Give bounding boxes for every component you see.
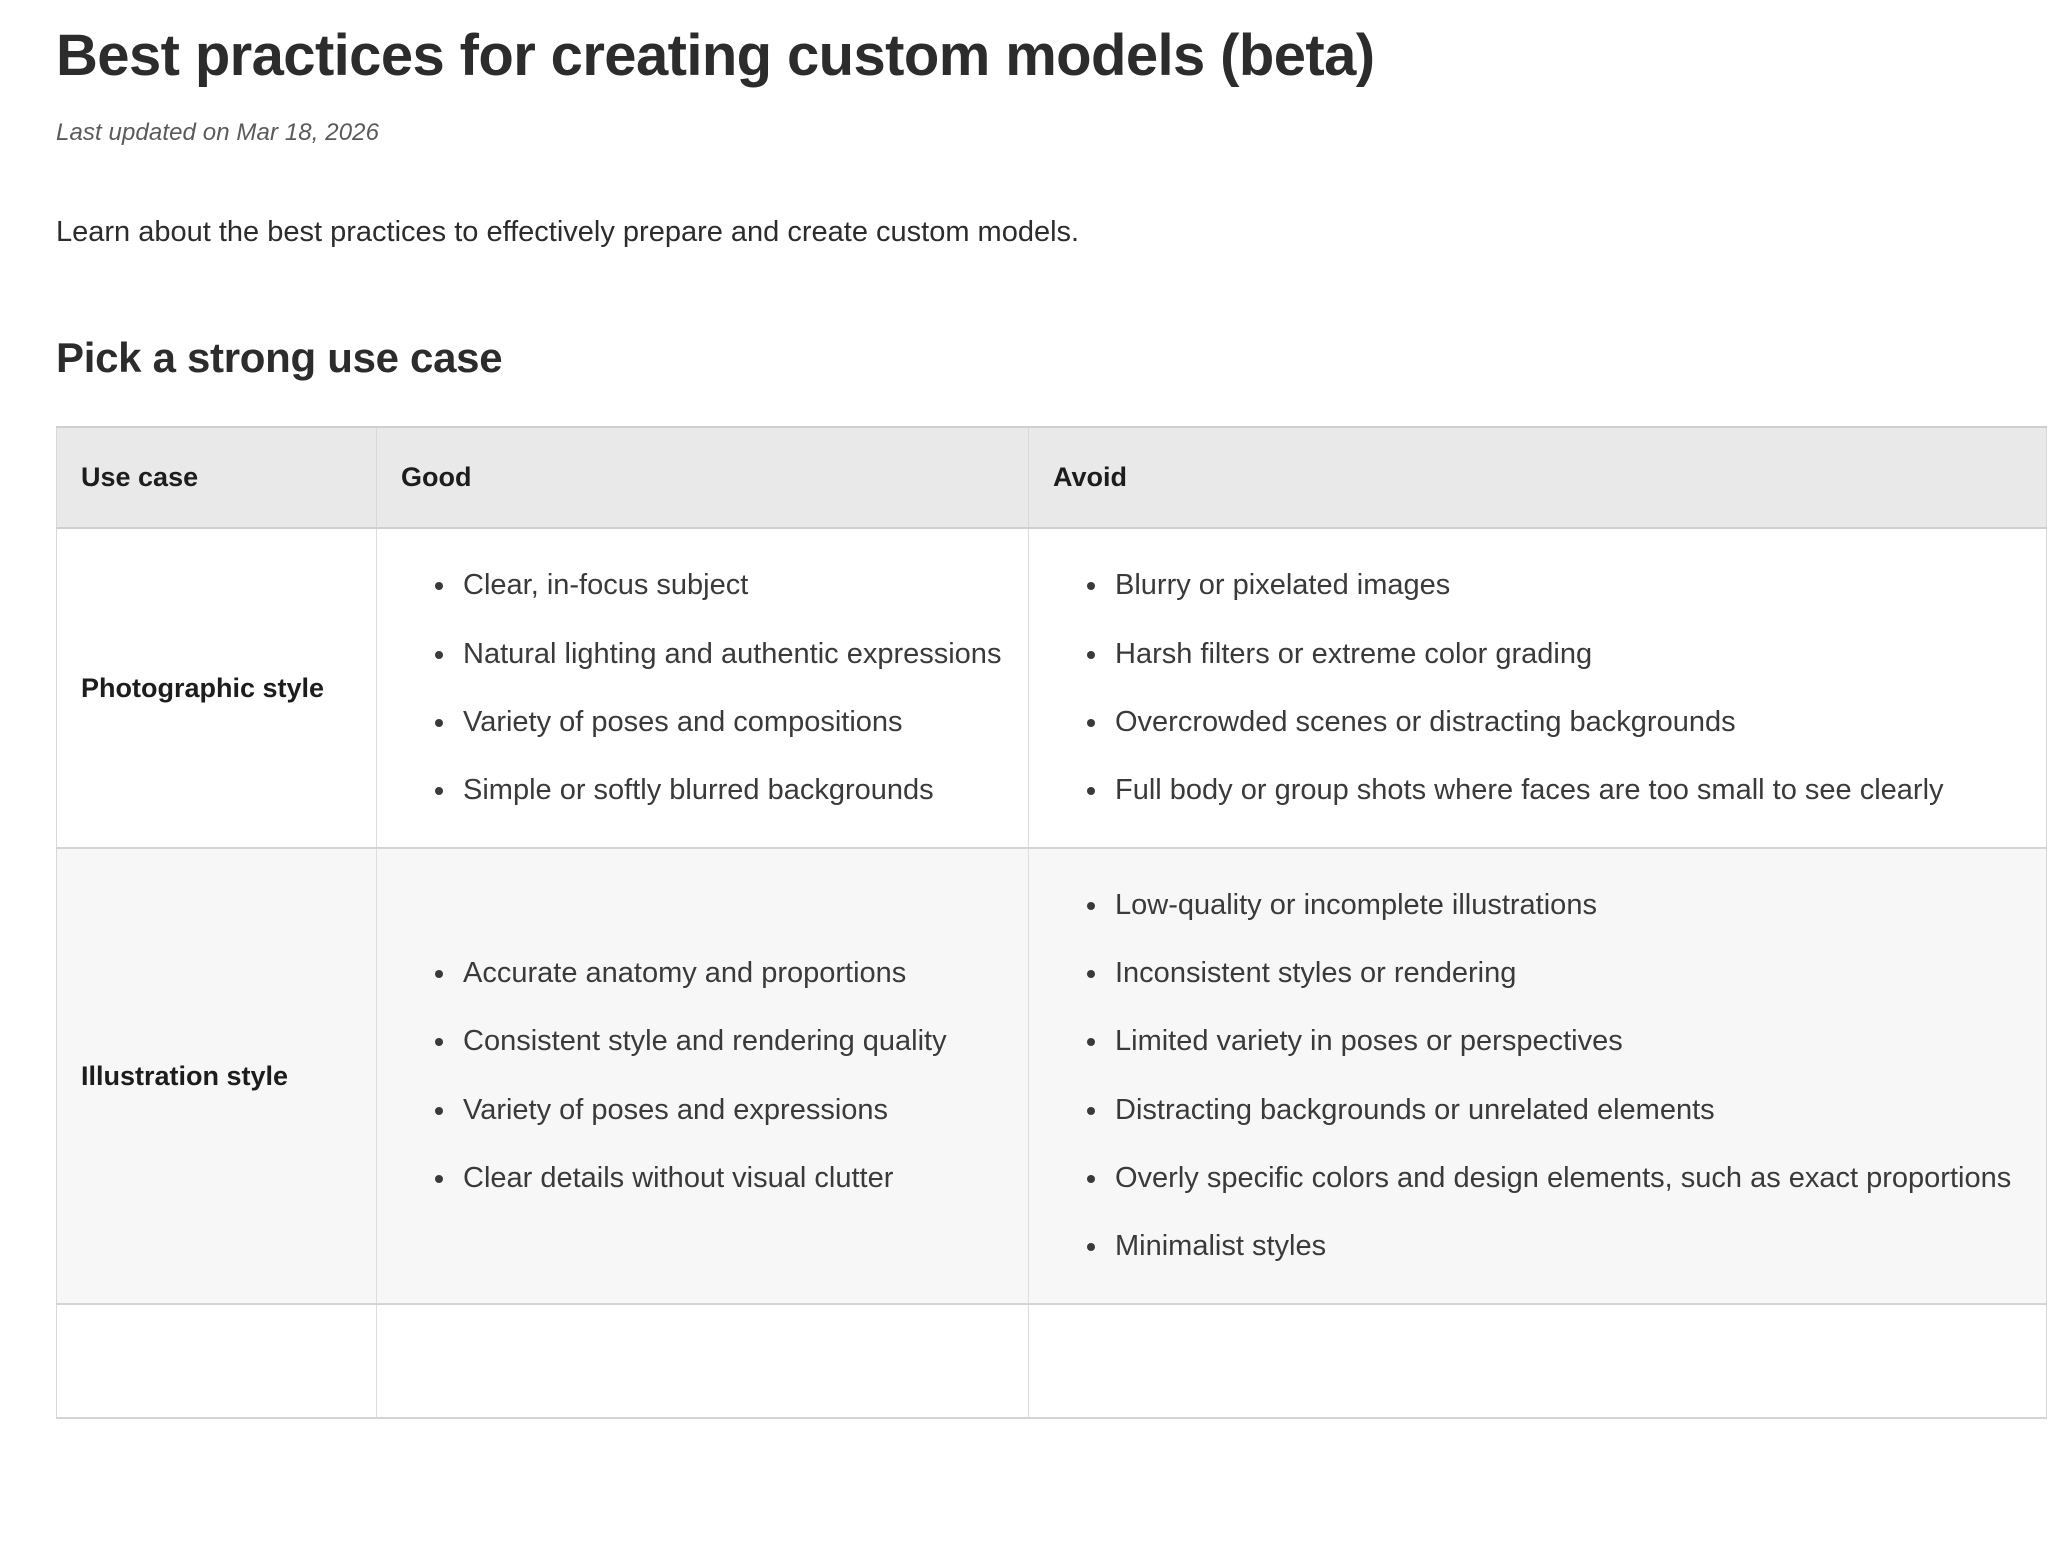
list-item: Variety of poses and expressions	[423, 1090, 1004, 1131]
good-list: Clear, in-focus subject Natural lighting…	[423, 565, 1004, 811]
document-page: Best practices for creating custom model…	[0, 23, 2072, 1420]
list-item: Blurry or pixelated images	[1075, 565, 2022, 606]
list-item: Full body or group shots where faces are…	[1075, 770, 2022, 811]
use-case-label: Photographic style	[81, 673, 325, 704]
cell-good: Accurate anatomy and proportions Consist…	[376, 848, 1029, 1306]
column-header-use-case: Use case	[56, 427, 377, 530]
page-title: Best practices for creating custom model…	[56, 23, 1375, 88]
column-header-avoid: Avoid	[1028, 427, 2047, 530]
intro-paragraph: Learn about the best practices to effect…	[56, 215, 1080, 248]
cell-avoid: Blurry or pixelated images Harsh filters…	[1028, 528, 2047, 850]
list-item: Simple or softly blurred backgrounds	[423, 770, 1004, 811]
cell-avoid	[1028, 1304, 2047, 1420]
last-updated-text: Last updated on Mar 18, 2026	[56, 118, 380, 146]
avoid-list: Blurry or pixelated images Harsh filters…	[1075, 565, 2022, 811]
cell-avoid: Low-quality or incomplete illustrations …	[1028, 848, 2047, 1306]
table-body: Photographic style Clear, in-focus subje…	[56, 528, 2047, 1420]
column-header-good: Good	[376, 427, 1029, 530]
list-item: Inconsistent styles or rendering	[1075, 953, 2022, 994]
section-heading-pick-a-strong-use-case: Pick a strong use case	[56, 334, 503, 382]
list-item: Harsh filters or extreme color grading	[1075, 634, 2022, 675]
list-item: Natural lighting and authentic expressio…	[423, 634, 1004, 675]
good-list: Accurate anatomy and proportions Consist…	[423, 953, 1004, 1199]
table-row	[56, 1304, 2047, 1420]
use-case-label: Illustration style	[81, 1060, 289, 1091]
avoid-list: Low-quality or incomplete illustrations …	[1075, 885, 2022, 1267]
list-item: Overly specific colors and design elemen…	[1075, 1158, 2022, 1199]
table-row: Illustration style Accurate anatomy and …	[56, 848, 2047, 1306]
list-item: Distracting backgrounds or unrelated ele…	[1075, 1090, 2022, 1131]
list-item: Variety of poses and compositions	[423, 702, 1004, 743]
table-header: Use case Good Avoid	[56, 427, 2047, 530]
cell-use-case: Photographic style	[56, 528, 377, 850]
list-item: Overcrowded scenes or distracting backgr…	[1075, 702, 2022, 743]
list-item: Low-quality or incomplete illustrations	[1075, 885, 2022, 926]
cell-use-case	[56, 1304, 377, 1420]
list-item: Limited variety in poses or perspectives	[1075, 1021, 2022, 1062]
list-item: Minimalist styles	[1075, 1226, 2022, 1267]
best-practices-table: Use case Good Avoid Photographic style C…	[56, 426, 2047, 1420]
list-item: Consistent style and rendering quality	[423, 1021, 1004, 1062]
list-item: Accurate anatomy and proportions	[423, 953, 1004, 994]
table-row: Photographic style Clear, in-focus subje…	[56, 528, 2047, 850]
table-header-row: Use case Good Avoid	[56, 427, 2047, 530]
list-item: Clear details without visual clutter	[423, 1158, 1004, 1199]
cell-use-case: Illustration style	[56, 848, 377, 1306]
cell-good	[376, 1304, 1029, 1420]
list-item: Clear, in-focus subject	[423, 565, 1004, 606]
cell-good: Clear, in-focus subject Natural lighting…	[376, 528, 1029, 850]
